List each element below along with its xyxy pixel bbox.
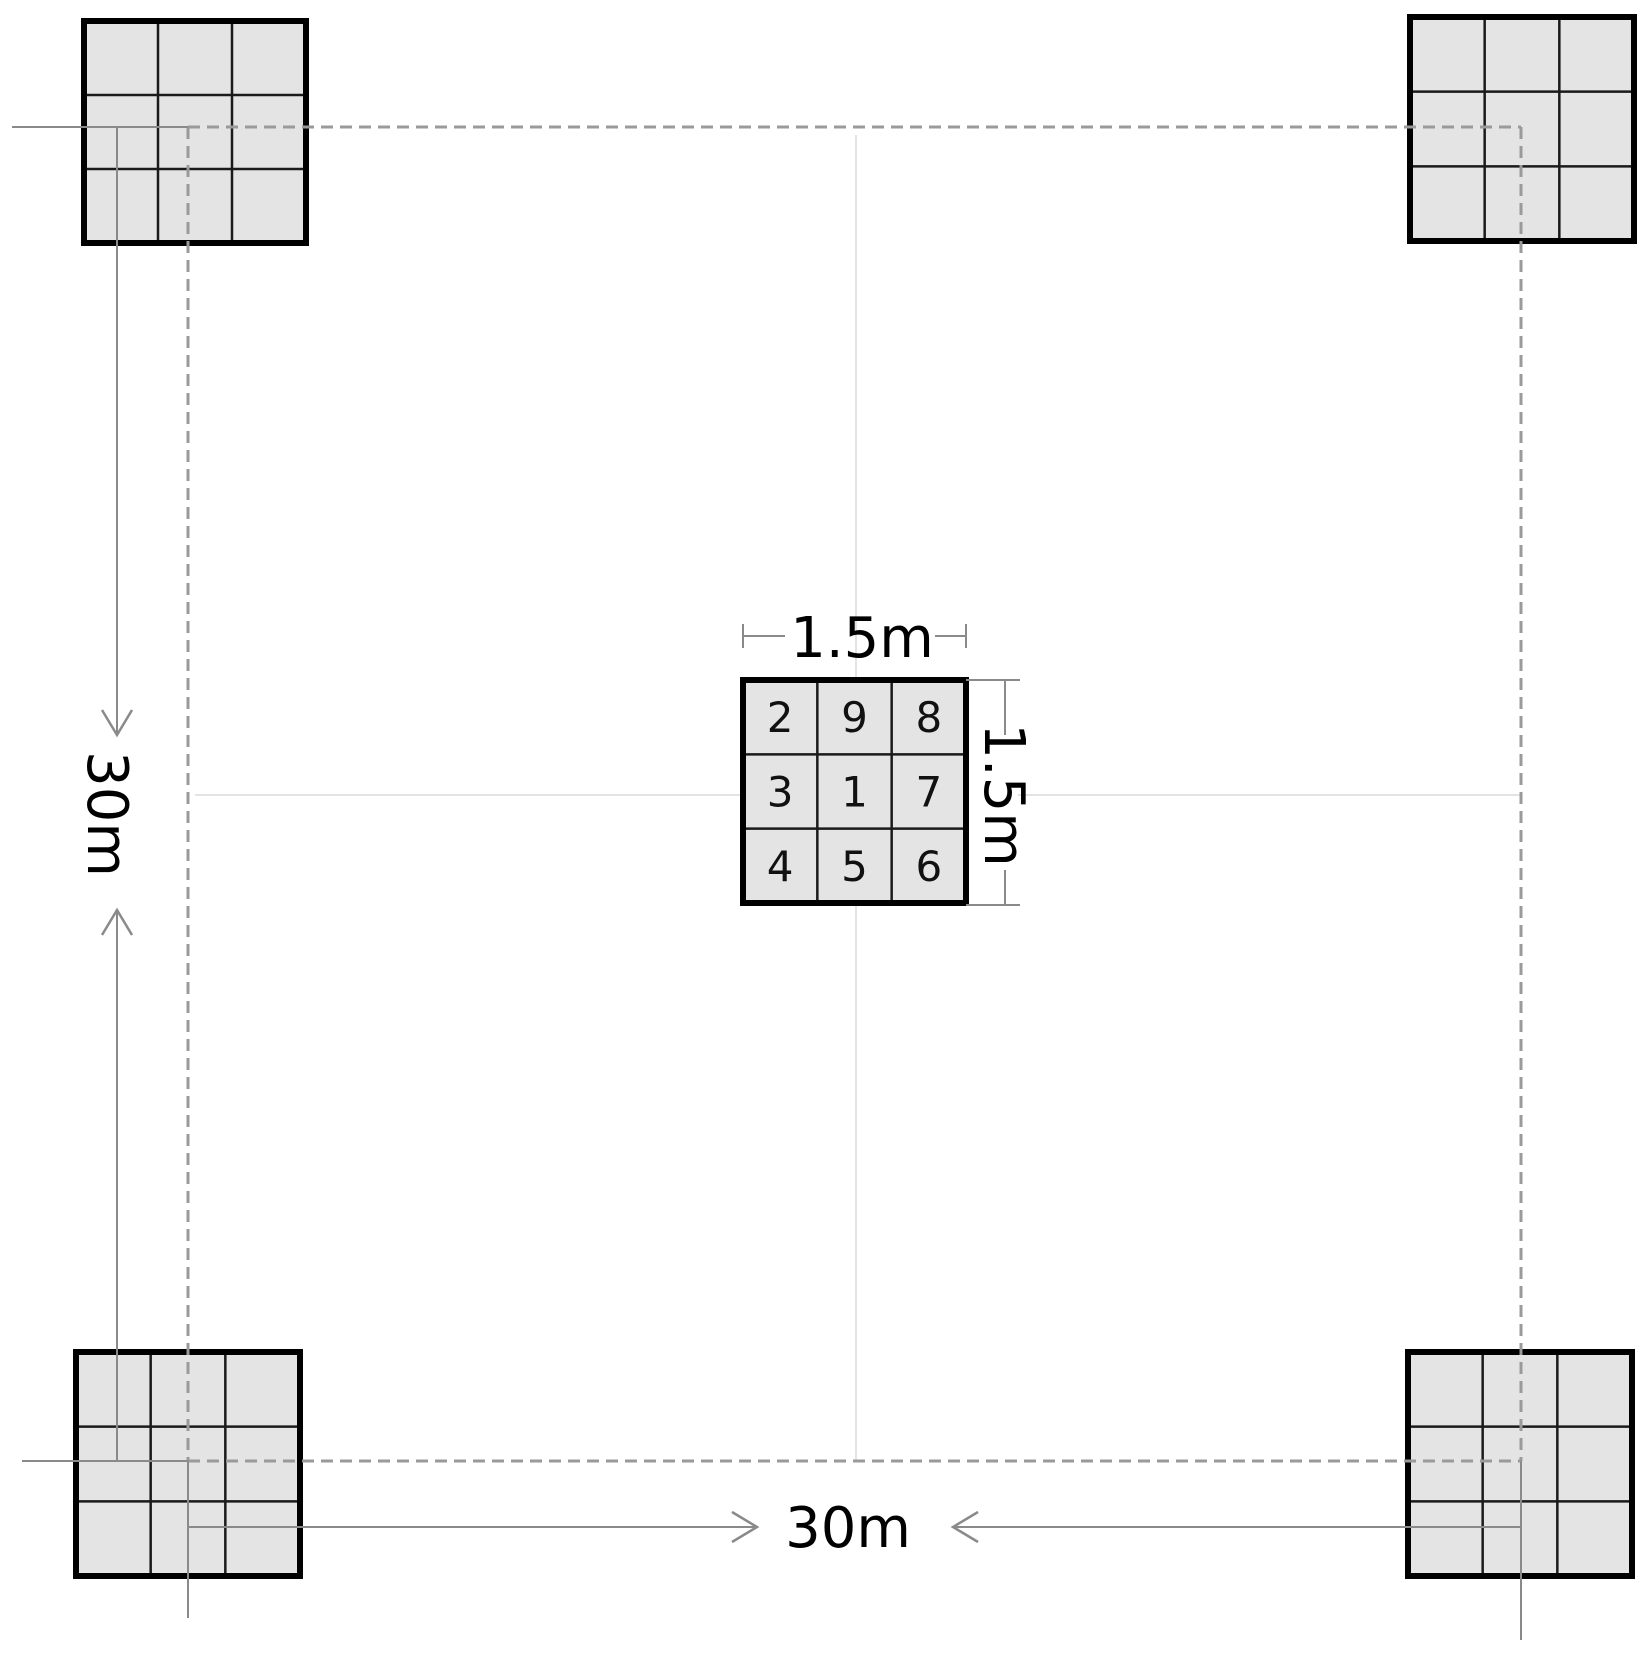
center-plot-cell-number: 6 <box>915 842 942 891</box>
center-plot-cell-number: 4 <box>767 842 794 891</box>
plot-fill <box>743 680 966 903</box>
horizontal-dimension: 30m <box>188 1496 1521 1561</box>
center-plot-cell-number: 9 <box>841 693 868 742</box>
vertical-dimension: 30m <box>74 127 139 1461</box>
center-plot-height-label: 1.5m <box>971 723 1036 867</box>
vertical-distance-label: 30m <box>74 751 139 877</box>
center-plot-cell-number: 1 <box>841 768 868 817</box>
plot-border <box>81 18 309 246</box>
center-plot-height-dimension: 1.5m <box>966 679 1036 906</box>
center-plot-cell-number: 5 <box>841 842 868 891</box>
center-plot-cell-number: 2 <box>767 693 794 742</box>
center-plot-width-label: 1.5m <box>790 606 934 671</box>
center-guide-lines <box>195 135 1520 1460</box>
center-plot-cell-number: 7 <box>915 768 942 817</box>
corner-plot-top-left <box>81 18 309 246</box>
plot-spacing-square <box>186 125 1523 1463</box>
extension-lines <box>12 126 1522 1640</box>
plot-border <box>740 677 969 906</box>
horizontal-distance-label: 30m <box>785 1496 911 1561</box>
plot-fill <box>84 21 306 243</box>
center-plot-cell-number: 8 <box>915 693 942 742</box>
center-plot-width-dimension: 1.5m <box>742 606 967 671</box>
center-plot-cell-number: 3 <box>767 768 794 817</box>
